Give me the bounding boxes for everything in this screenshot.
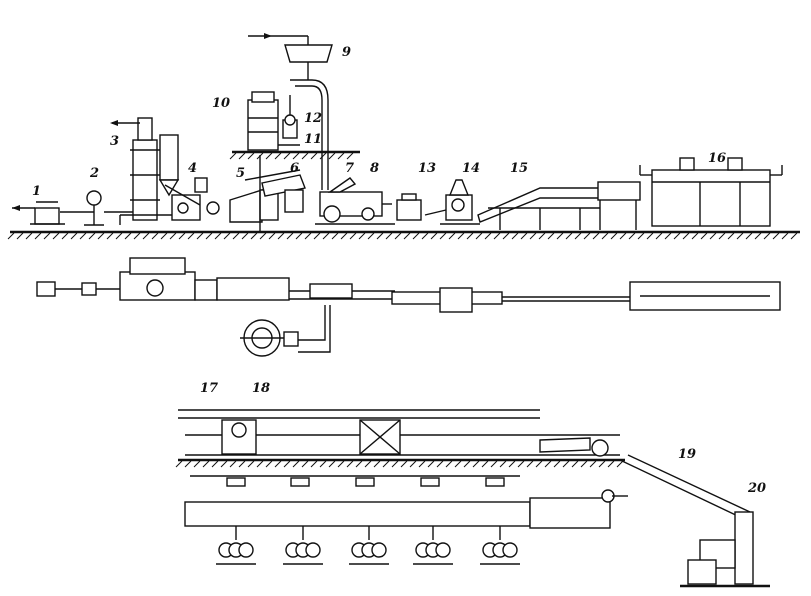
label-1: 1: [32, 184, 41, 199]
spray-nozzle: [226, 477, 246, 487]
spray-nozzles: [226, 477, 505, 487]
unit-2-pump: [60, 190, 135, 226]
label-14: 14: [462, 161, 480, 176]
roller-unit: [283, 526, 323, 565]
unit-13-cutter: [396, 193, 422, 221]
bottom-roller-units: [216, 526, 520, 565]
label-18: 18: [252, 381, 270, 396]
unit-8-shaper: [315, 177, 395, 225]
label-9: 9: [342, 45, 351, 60]
label-3: 3: [110, 134, 119, 149]
spray-nozzle: [290, 477, 310, 487]
unit-9-hopper: [248, 33, 333, 190]
label-19: 19: [678, 447, 696, 462]
label-17: 17: [200, 381, 218, 396]
roller-unit: [349, 526, 389, 565]
floor-hatching-top: [7, 232, 798, 240]
label-15: 15: [510, 161, 528, 176]
roller-unit: [216, 526, 256, 565]
floor-hatching-bottom: [175, 460, 624, 468]
spray-nozzle: [485, 477, 505, 487]
roller-unit: [480, 526, 520, 565]
plan-view: [36, 257, 781, 357]
unit-14-press: [424, 179, 480, 225]
platform-hatching: [229, 152, 354, 160]
label-12: 12: [304, 111, 322, 126]
elevated-platform: [229, 150, 360, 232]
unit-5-6-rollers: [229, 169, 306, 223]
label-5: 5: [236, 166, 245, 181]
unit-3-column: [110, 117, 180, 225]
label-4: 4: [188, 161, 197, 176]
label-7: 7: [345, 161, 354, 176]
spray-nozzle: [420, 477, 440, 487]
label-16: 16: [708, 151, 726, 166]
label-20: 20: [747, 481, 766, 496]
label-8: 8: [370, 161, 379, 176]
label-6: 6: [290, 161, 299, 176]
label-2: 2: [89, 166, 99, 181]
unit-15-conveyor: [477, 181, 641, 230]
label-13: 13: [418, 161, 436, 176]
elevation-view: [7, 33, 800, 240]
roller-unit: [413, 526, 453, 565]
unit-10-kneader: [247, 91, 300, 151]
callout-labels: 1 2 3 4 5 6 7 8 9 10 11 12 13 14 15 16 1…: [32, 45, 766, 496]
label-10: 10: [212, 96, 230, 111]
label-11: 11: [304, 132, 322, 147]
cooling-line-view: [175, 409, 770, 588]
unit-4-mixer: [164, 177, 220, 221]
spray-nozzle: [355, 477, 375, 487]
unit-16-oven: [639, 157, 783, 227]
unit-1-tank: [12, 201, 65, 225]
